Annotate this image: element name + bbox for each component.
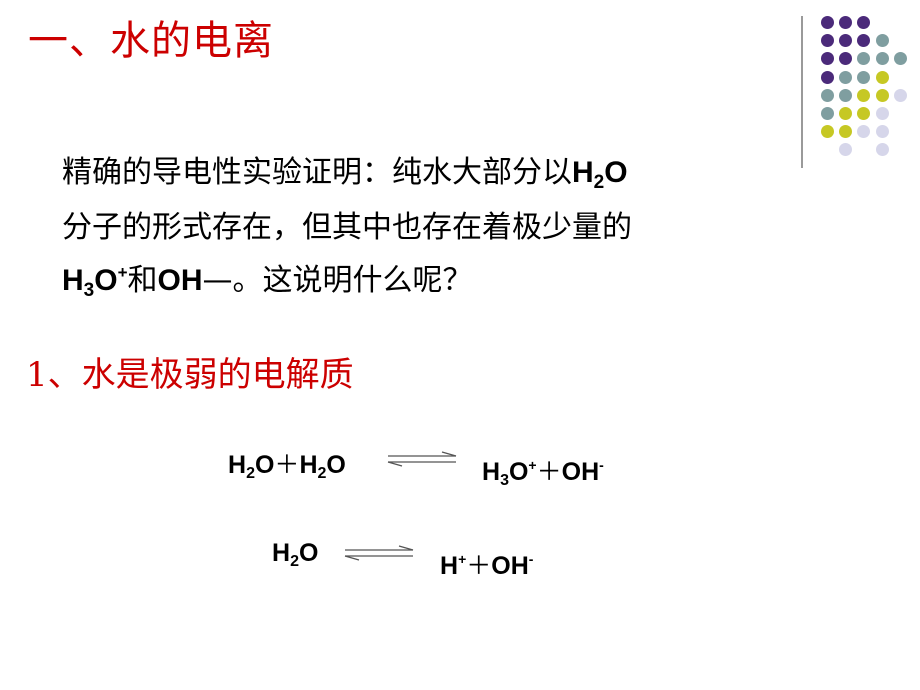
- decorative-dot: [857, 34, 871, 48]
- decorative-dot: [875, 52, 889, 66]
- equilibrium-arrows-2: [344, 545, 414, 561]
- and-text: 和: [127, 263, 158, 298]
- hydronium-formula: H3O+: [62, 263, 128, 301]
- decorative-dot: [857, 125, 871, 139]
- paragraph-line-3-text: 。这说明什么呢？: [232, 263, 473, 298]
- decorative-dot: [875, 125, 889, 139]
- decorative-dot: [821, 16, 834, 29]
- paragraph-line-1-text: 精确的导电性实验证明：纯水大部分以: [62, 155, 572, 190]
- decorative-dot: [839, 34, 853, 48]
- hydroxide-formula: OH: [157, 264, 203, 297]
- intro-paragraph: 精确的导电性实验证明：纯水大部分以H2O 分子的形式存在，但其中也存在着极少量的…: [62, 150, 782, 313]
- equilibrium-arrows-1: [387, 451, 457, 467]
- decorative-dot: [821, 88, 834, 102]
- decorative-dot: [839, 52, 853, 66]
- decorative-dot: [857, 16, 871, 29]
- decorative-dot: [857, 88, 871, 102]
- vertical-divider: [801, 16, 803, 168]
- decorative-dot: [821, 107, 834, 120]
- decorative-dot: [893, 52, 907, 66]
- decorative-dot: [839, 88, 853, 102]
- equation1-products: H3O+＋OH-: [482, 457, 604, 489]
- decorative-dot: [839, 70, 853, 84]
- decorative-dot: [875, 88, 889, 102]
- paragraph-line-3: H3O+和OH—。这说明什么呢？: [62, 250, 782, 313]
- decorative-dot: [821, 34, 834, 48]
- equation2-products: H+＋OH-: [440, 551, 534, 580]
- equation2-reactant: H2O: [272, 539, 319, 570]
- paragraph-line-1: 精确的导电性实验证明：纯水大部分以H2O: [62, 150, 782, 205]
- decorative-dot: [857, 107, 871, 120]
- decorative-dot: [875, 143, 889, 157]
- decorative-dot: [875, 70, 889, 84]
- decorative-dot: [821, 125, 834, 139]
- decorative-dot: [857, 70, 871, 84]
- decorative-dot: [875, 34, 889, 48]
- decorative-dot: [821, 70, 834, 84]
- minus-dash: —: [202, 263, 233, 298]
- decorative-dot: [839, 125, 853, 139]
- decorative-dot: [893, 88, 907, 102]
- decorative-dot: [821, 52, 834, 66]
- decorative-dot: [839, 16, 853, 29]
- slide-title: 一、水的电离: [28, 18, 274, 64]
- decorative-dot: [857, 52, 871, 66]
- water-formula: H2O: [572, 156, 628, 193]
- section-subheading: 1、水是极弱的电解质: [26, 355, 354, 395]
- decorative-dot: [839, 143, 853, 157]
- decorative-dot: [875, 107, 889, 120]
- equation1-reactants: H2O＋H2O: [228, 451, 346, 482]
- decorative-dot: [839, 107, 853, 120]
- paragraph-line-2: 分子的形式存在，但其中也存在着极少量的: [62, 210, 632, 245]
